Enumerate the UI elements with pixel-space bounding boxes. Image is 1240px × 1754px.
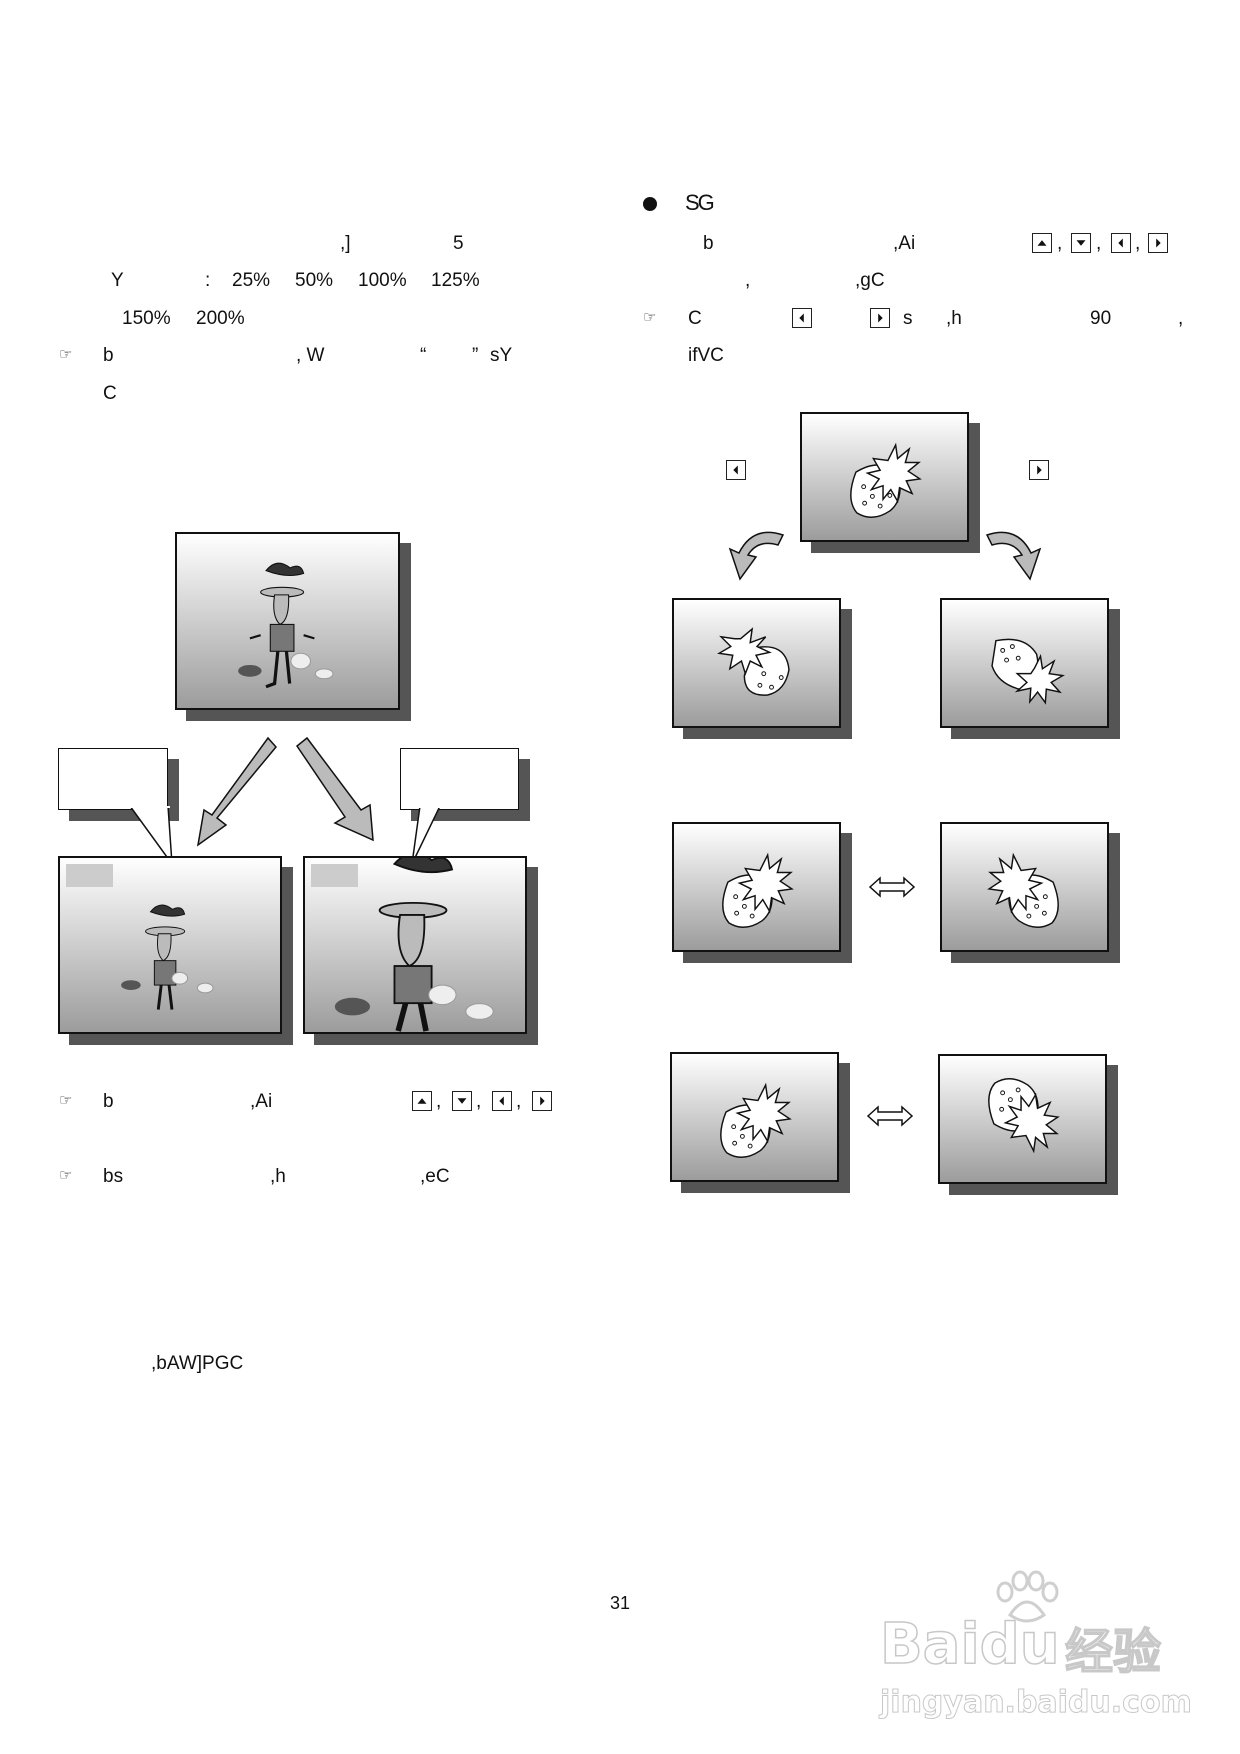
watermark-url: jingyan.baidu.com bbox=[880, 1685, 1192, 1720]
key-separator: , bbox=[516, 1091, 521, 1113]
scarecrow-illustration bbox=[177, 534, 398, 708]
key-separator: , bbox=[476, 1091, 481, 1113]
key-separator: , bbox=[436, 1091, 441, 1113]
zoom-level-50: 50% bbox=[295, 270, 333, 292]
right-arrow-key bbox=[870, 308, 890, 328]
zoom-text-2b: : bbox=[205, 270, 210, 292]
pointing-hand-icon: ☞ bbox=[59, 345, 72, 363]
right-arrow-key bbox=[1148, 233, 1168, 253]
strawberry-rotated-left-frame bbox=[672, 598, 841, 728]
rotate-note-f: ifVC bbox=[688, 345, 724, 367]
note1-b: , W bbox=[296, 345, 325, 367]
up-arrow-key bbox=[1032, 233, 1052, 253]
zoom-text-1a: ,] bbox=[340, 233, 351, 255]
watermark-cn: 经验 bbox=[1065, 1612, 1161, 1682]
strawberry-illustration bbox=[674, 600, 839, 726]
note1-a: b bbox=[103, 345, 114, 367]
pointing-hand-icon: ☞ bbox=[59, 1091, 72, 1109]
note3-c: ,eC bbox=[420, 1166, 450, 1188]
strawberry-mirror-b-frame bbox=[940, 822, 1109, 952]
rotate-text-1a: b bbox=[703, 233, 714, 255]
zoom-level-150: 150% bbox=[122, 308, 171, 330]
strawberry-illustration bbox=[802, 414, 967, 540]
zoom-level-100: 100% bbox=[358, 270, 407, 292]
left-footer-text: ,bAW]PGC bbox=[151, 1353, 243, 1375]
note2-b: ,Ai bbox=[250, 1091, 272, 1113]
swap-arrow-icon bbox=[866, 1104, 914, 1128]
rotate-note-b: s bbox=[903, 308, 913, 330]
note1-f: C bbox=[103, 383, 117, 405]
scarecrow-zoom-small-frame bbox=[58, 856, 282, 1034]
zoom-level-125: 125% bbox=[431, 270, 480, 292]
rotate-note-d: 90 bbox=[1090, 308, 1111, 330]
note3-a: bs bbox=[103, 1166, 123, 1188]
watermark-brand: Baidu bbox=[880, 1612, 1060, 1677]
left-arrow-key bbox=[492, 1091, 512, 1111]
zoom-arrows bbox=[190, 735, 390, 850]
scarecrow-zoom-large-frame bbox=[303, 856, 527, 1034]
strawberry-illustration bbox=[674, 824, 839, 950]
rotate-note-a: C bbox=[688, 308, 702, 330]
rotate-text-1b: ,Ai bbox=[893, 233, 915, 255]
strawberry-flip-b-frame bbox=[938, 1054, 1107, 1184]
page-number: 31 bbox=[610, 1592, 630, 1614]
strawberry-mirror-a-frame bbox=[672, 822, 841, 952]
left-arrow-key bbox=[1111, 233, 1131, 253]
zoom-text-2a: Y bbox=[111, 270, 124, 292]
rotate-text-2b: ,gC bbox=[855, 270, 885, 292]
down-arrow-key bbox=[452, 1091, 472, 1111]
strawberry-illustration bbox=[942, 600, 1107, 726]
pointing-hand-icon: ☞ bbox=[59, 1166, 72, 1184]
strawberry-illustration bbox=[940, 1056, 1105, 1182]
left-arrow-key bbox=[726, 460, 746, 480]
scarecrow-small-illustration bbox=[60, 858, 280, 1032]
left-arrow-key bbox=[792, 308, 812, 328]
note1-c: “ bbox=[420, 345, 426, 367]
key-separator: , bbox=[1096, 233, 1101, 255]
callout-left bbox=[58, 748, 168, 810]
strawberry-rotated-right-frame bbox=[940, 598, 1109, 728]
pointing-hand-icon: ☞ bbox=[643, 308, 656, 326]
note2-a: b bbox=[103, 1091, 114, 1113]
right-arrow-key bbox=[1029, 460, 1049, 480]
zoom-level-25: 25% bbox=[232, 270, 270, 292]
rotate-right-arrow bbox=[985, 525, 1045, 585]
scarecrow-original-frame bbox=[175, 532, 400, 710]
strawberry-original-frame bbox=[800, 412, 969, 542]
callout-right bbox=[400, 748, 519, 810]
rotate-text-2a: , bbox=[745, 270, 750, 292]
rotate-note-e: , bbox=[1178, 308, 1183, 330]
down-arrow-key bbox=[1071, 233, 1091, 253]
section-bullet bbox=[643, 197, 657, 211]
strawberry-illustration bbox=[942, 824, 1107, 950]
scarecrow-large-illustration bbox=[305, 858, 525, 1032]
strawberry-flip-a-frame bbox=[670, 1052, 839, 1182]
section-heading: SG bbox=[685, 192, 713, 214]
note3-b: ,h bbox=[270, 1166, 286, 1188]
swap-arrow-icon bbox=[868, 875, 916, 899]
up-arrow-key bbox=[412, 1091, 432, 1111]
key-separator: , bbox=[1057, 233, 1062, 255]
rotate-left-arrow bbox=[725, 525, 785, 585]
rotate-note-c: ,h bbox=[946, 308, 962, 330]
key-separator: , bbox=[1135, 233, 1140, 255]
right-arrow-key bbox=[532, 1091, 552, 1111]
note1-e: sY bbox=[490, 345, 512, 367]
strawberry-illustration bbox=[672, 1054, 837, 1180]
zoom-level-200: 200% bbox=[196, 308, 245, 330]
note1-d: ” bbox=[472, 345, 478, 367]
zoom-text-1b: 5 bbox=[453, 233, 464, 255]
